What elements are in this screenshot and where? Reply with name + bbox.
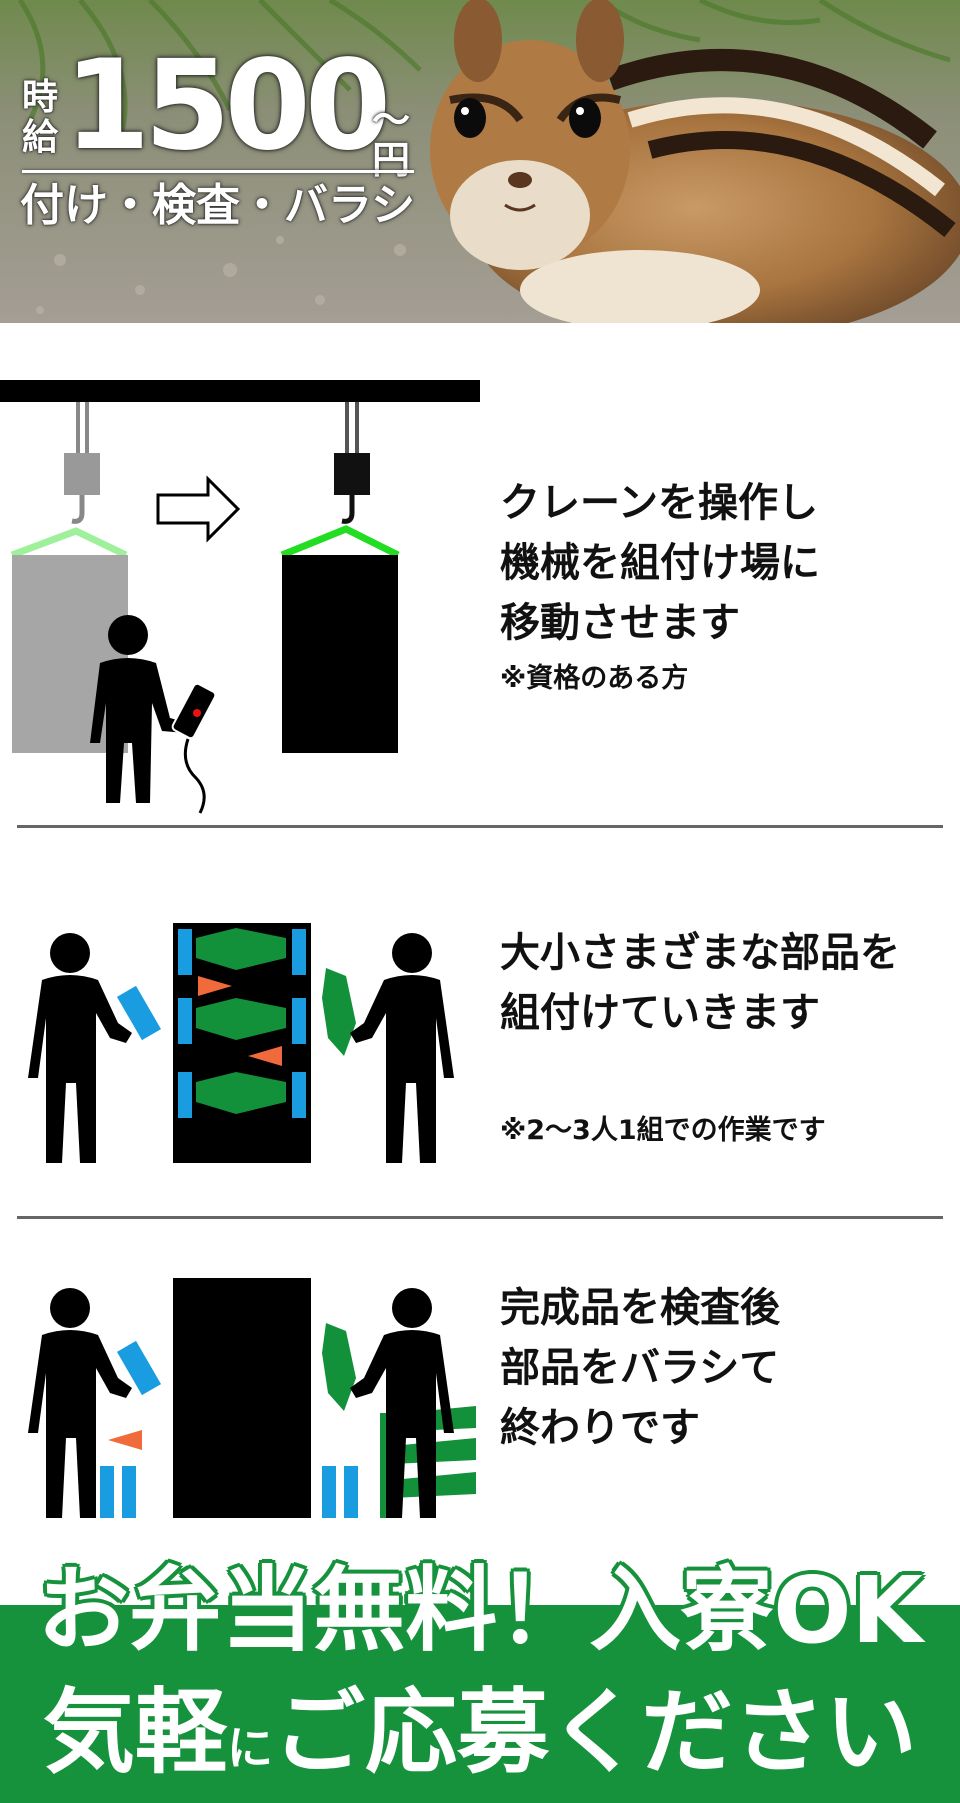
crane-line-1: クレーンを操作し bbox=[500, 480, 818, 526]
hero-banner: 時給 1500 〜円 付け・検査・バラシ bbox=[0, 0, 960, 323]
operator-figure bbox=[90, 615, 188, 803]
assembly-note: ※2〜3人1組での作業です bbox=[500, 1115, 826, 1146]
wage-amount: 1500 bbox=[64, 34, 391, 178]
section-crane: クレーンを操作し 機械を組付け場に 移動させます ※資格のある方 bbox=[0, 323, 960, 828]
green-part-right bbox=[322, 968, 356, 1056]
blue-part-left bbox=[116, 985, 162, 1041]
crane-rail bbox=[0, 380, 480, 402]
inspection-line-2: 部品をバラシて bbox=[500, 1345, 780, 1391]
assembly-line-1: 大小さまざまな部品を bbox=[500, 930, 900, 976]
worker-right-figure bbox=[350, 1288, 454, 1518]
right-arrow-icon bbox=[156, 475, 241, 543]
worker-left-figure bbox=[28, 933, 132, 1163]
banner-benefits: お弁当無料！入寮OK bbox=[37, 1557, 923, 1664]
crane-illustration bbox=[0, 380, 480, 814]
worker-right-figure bbox=[350, 933, 454, 1163]
crane-description: クレーンを操作し 機械を組付け場に 移動させます ※資格のある方 bbox=[500, 473, 820, 699]
crane-remote-icon bbox=[171, 682, 217, 814]
blue-part-left bbox=[116, 1340, 162, 1396]
machine-body bbox=[173, 1278, 311, 1518]
cta-text-small: に bbox=[227, 1721, 273, 1775]
hourly-wage: 時給 1500 〜円 付け・検査・バラシ bbox=[20, 34, 420, 231]
assembly-line-2: 組付けていきます bbox=[500, 990, 820, 1036]
cta-text-b: ご応募ください bbox=[273, 1679, 918, 1786]
section-assembly: 大小さまざまな部品を 組付けていきます ※2〜3人1組での作業です bbox=[0, 828, 960, 1219]
inspection-line-1: 完成品を検査後 bbox=[500, 1285, 780, 1331]
inspection-illustration bbox=[28, 1278, 476, 1518]
section-divider bbox=[17, 825, 943, 828]
banner-call-to-action: 気軽にご応募ください bbox=[0, 1678, 960, 1803]
job-types: 付け・検査・バラシ bbox=[20, 180, 416, 231]
chipmunk-photo bbox=[0, 0, 960, 323]
worker-left-figure bbox=[28, 1288, 132, 1518]
section-inspection: 完成品を検査後 部品をバラシて 終わりです bbox=[0, 1218, 960, 1548]
crane-note: ※資格のある方 bbox=[500, 663, 689, 694]
assembly-illustration bbox=[28, 923, 454, 1163]
crane-hook-after bbox=[280, 402, 400, 753]
orange-part bbox=[108, 1430, 142, 1450]
cta-text-a: 気軽 bbox=[42, 1679, 227, 1786]
crane-line-3: 移動させます bbox=[500, 600, 740, 646]
assembly-description: 大小さまざまな部品を 組付けていきます ※2〜3人1組での作業です bbox=[500, 923, 900, 1151]
wage-divider bbox=[22, 170, 414, 173]
machine-parts bbox=[178, 928, 306, 1118]
inspection-line-3: 終わりです bbox=[500, 1405, 700, 1451]
crane-line-2: 機械を組付け場に bbox=[500, 540, 820, 586]
inspection-description: 完成品を検査後 部品をバラシて 終わりです bbox=[500, 1278, 780, 1458]
cta-banner: お弁当無料！入寮OK 気軽にご応募ください bbox=[0, 1548, 960, 1803]
banner-background bbox=[0, 1605, 960, 1803]
wage-suffix: 〜円 bbox=[372, 98, 411, 182]
green-part-right bbox=[322, 1323, 356, 1411]
section-divider bbox=[17, 1216, 943, 1219]
wage-prefix: 時給 bbox=[22, 77, 59, 158]
